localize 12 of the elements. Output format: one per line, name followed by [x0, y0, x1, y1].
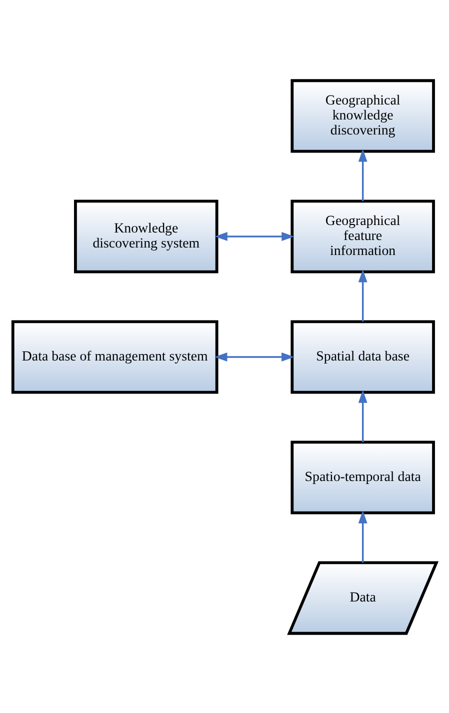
- arrow: [358, 269, 368, 322]
- arrow: [358, 148, 368, 201]
- arrow: [214, 352, 294, 361]
- node-box: Knowledge discovering system: [74, 199, 218, 273]
- node-box: Data base of management system: [11, 320, 218, 394]
- node-box: Geographical knowledge discovering: [290, 78, 435, 152]
- node-box: Geographical feature information: [290, 199, 435, 273]
- arrow: [358, 510, 368, 562]
- node-box: Spatial data base: [290, 320, 435, 394]
- arrow: [358, 390, 368, 442]
- node-box: Spatio-temporal data: [290, 440, 435, 514]
- arrow: [214, 232, 294, 240]
